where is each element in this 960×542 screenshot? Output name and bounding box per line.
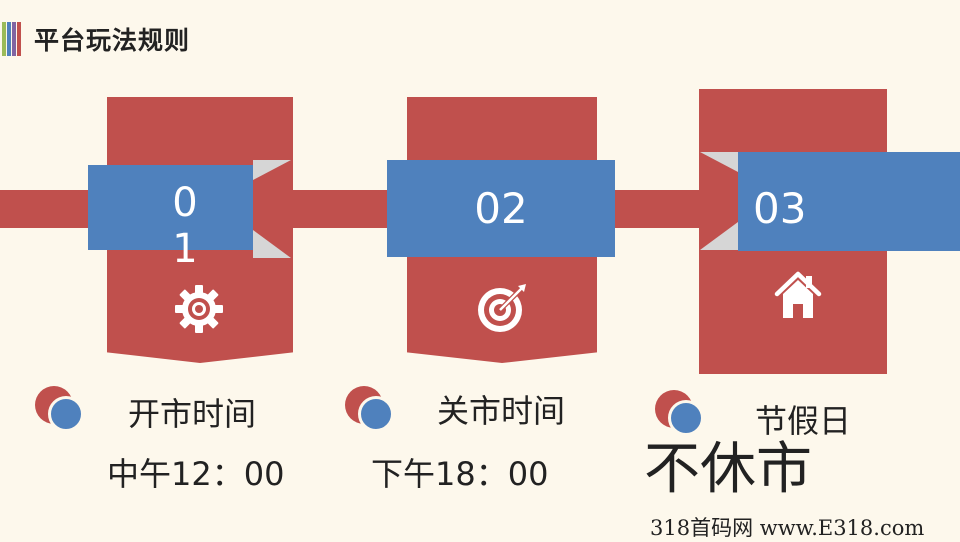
step-number-box-1 xyxy=(88,165,253,250)
stripe xyxy=(7,22,11,56)
page-title: 平台玩法规则 xyxy=(34,26,191,55)
watermark: 318首码网 www.E318.com xyxy=(650,516,925,540)
bullet-dot xyxy=(48,396,84,432)
title-bar: 平台玩法规则 xyxy=(0,22,190,56)
title-stripes xyxy=(2,22,22,56)
fold-corner xyxy=(253,160,291,180)
stripe xyxy=(12,22,16,56)
fold-corner xyxy=(700,152,738,172)
step-value-1: 中午12：00 xyxy=(107,455,285,493)
step-number-1-digit: 1 xyxy=(172,226,198,272)
step-number-1-digit: 0 xyxy=(172,180,198,226)
step-number-box-2: 02 xyxy=(387,160,615,257)
bullet-dot xyxy=(358,396,394,432)
bullet-dot xyxy=(668,400,704,436)
step-number-3: 03 xyxy=(753,184,807,233)
home-icon xyxy=(774,271,822,318)
gear-icon xyxy=(175,285,223,333)
target-icon xyxy=(478,284,526,332)
step-number-box-3: 03 xyxy=(738,152,960,251)
step-label-3: 节假日 xyxy=(755,402,852,440)
step-value-2: 下午18：00 xyxy=(371,455,549,493)
step-label-1: 开市时间 xyxy=(128,395,257,433)
fold-corner xyxy=(253,230,291,258)
step-number-1: 0 1 xyxy=(160,180,210,272)
fold-corner xyxy=(700,222,738,250)
step-value-3: 不休市 xyxy=(644,437,812,502)
stripe xyxy=(17,22,21,56)
step-label-2: 关市时间 xyxy=(437,392,566,430)
step-number-2: 02 xyxy=(474,184,528,233)
stripe xyxy=(2,22,6,56)
